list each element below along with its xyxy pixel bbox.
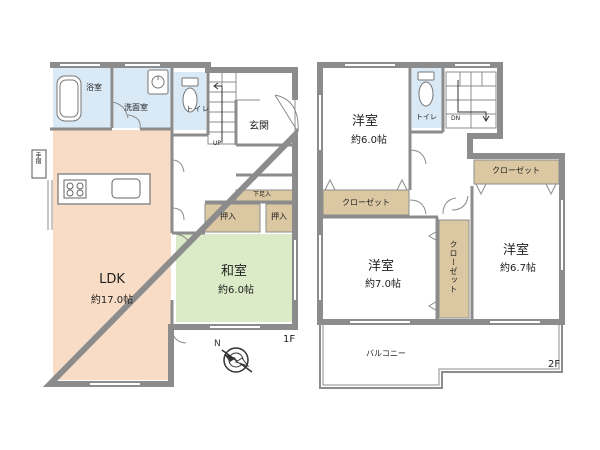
ldk-name: LDK [99,272,125,287]
stairs-arrow-icon [213,82,223,142]
floor-2-label: 2F [548,359,561,370]
compass-north-icon: N [214,339,253,373]
svg-text:N: N [214,339,221,349]
room-right-size: 約6.7帖 [500,263,536,274]
room-right-name: 洋室 [502,243,530,258]
ldk-size: 約17.0帖 [90,295,134,306]
floor-2-plan [317,62,565,389]
oshiire-2-label: 押入 [271,212,287,221]
handrail-box [31,149,47,179]
room-mid-size: 約7.0帖 [365,279,401,290]
toilet-2f-icon [417,71,435,107]
balcony-outline [319,322,563,389]
washitsu-name: 和室 [220,264,248,279]
floor-1-windows [49,64,296,385]
washbasin-icon [147,69,169,95]
washroom-label: 洗面室 [124,103,148,112]
toilet-1f-label: トイレ [186,105,210,113]
room-top-size: 約6.0帖 [351,135,387,146]
floor-1-door-swings [111,101,191,344]
closet-2-fill [473,159,560,185]
bath-label: 浴室 [86,83,102,92]
stove-icon [63,179,87,199]
stairs-up-label: UP [213,140,222,147]
washitsu-size: 約6.0帖 [218,285,254,296]
closet-door-marks [324,178,557,313]
stairs-down-arrow-icon [457,80,490,122]
room-top-name: 洋室 [351,114,379,129]
closet-3-fill [438,219,470,319]
kitchen-counter [57,173,151,205]
balcony-label: バルコニー [366,349,406,358]
room-mid-name: 洋室 [367,259,395,274]
handrail-label: 手摺 [34,152,41,164]
ldk-floor [53,130,171,380]
stairs-dn-label: DN [451,115,461,122]
stairs-1f [207,71,260,145]
floor-2-interior-walls [320,65,474,322]
toilet-icon [181,77,199,113]
entrance-door-icon [274,94,299,135]
toilet-2f-label: トイレ [416,113,437,121]
oshiire-2-fill [265,203,295,233]
floor-1-plan [31,62,299,387]
floor-2-door-swings [409,149,469,215]
floor-1-label: 1F [283,334,296,345]
closet-3-label: クローゼット [449,240,458,294]
washitsu-floor [176,234,296,322]
entrance-label: 玄関 [249,121,269,132]
closet-1-fill [322,189,410,216]
closet-1-label: クローゼット [342,198,390,207]
oshiire-1-label: 押入 [220,212,236,221]
sink-icon [111,178,141,199]
shoe-box-label: 下足入 [253,191,272,198]
bathtub-icon [56,75,82,122]
stairs-2f [445,71,497,129]
closet-2-label: クローゼット [492,166,540,175]
